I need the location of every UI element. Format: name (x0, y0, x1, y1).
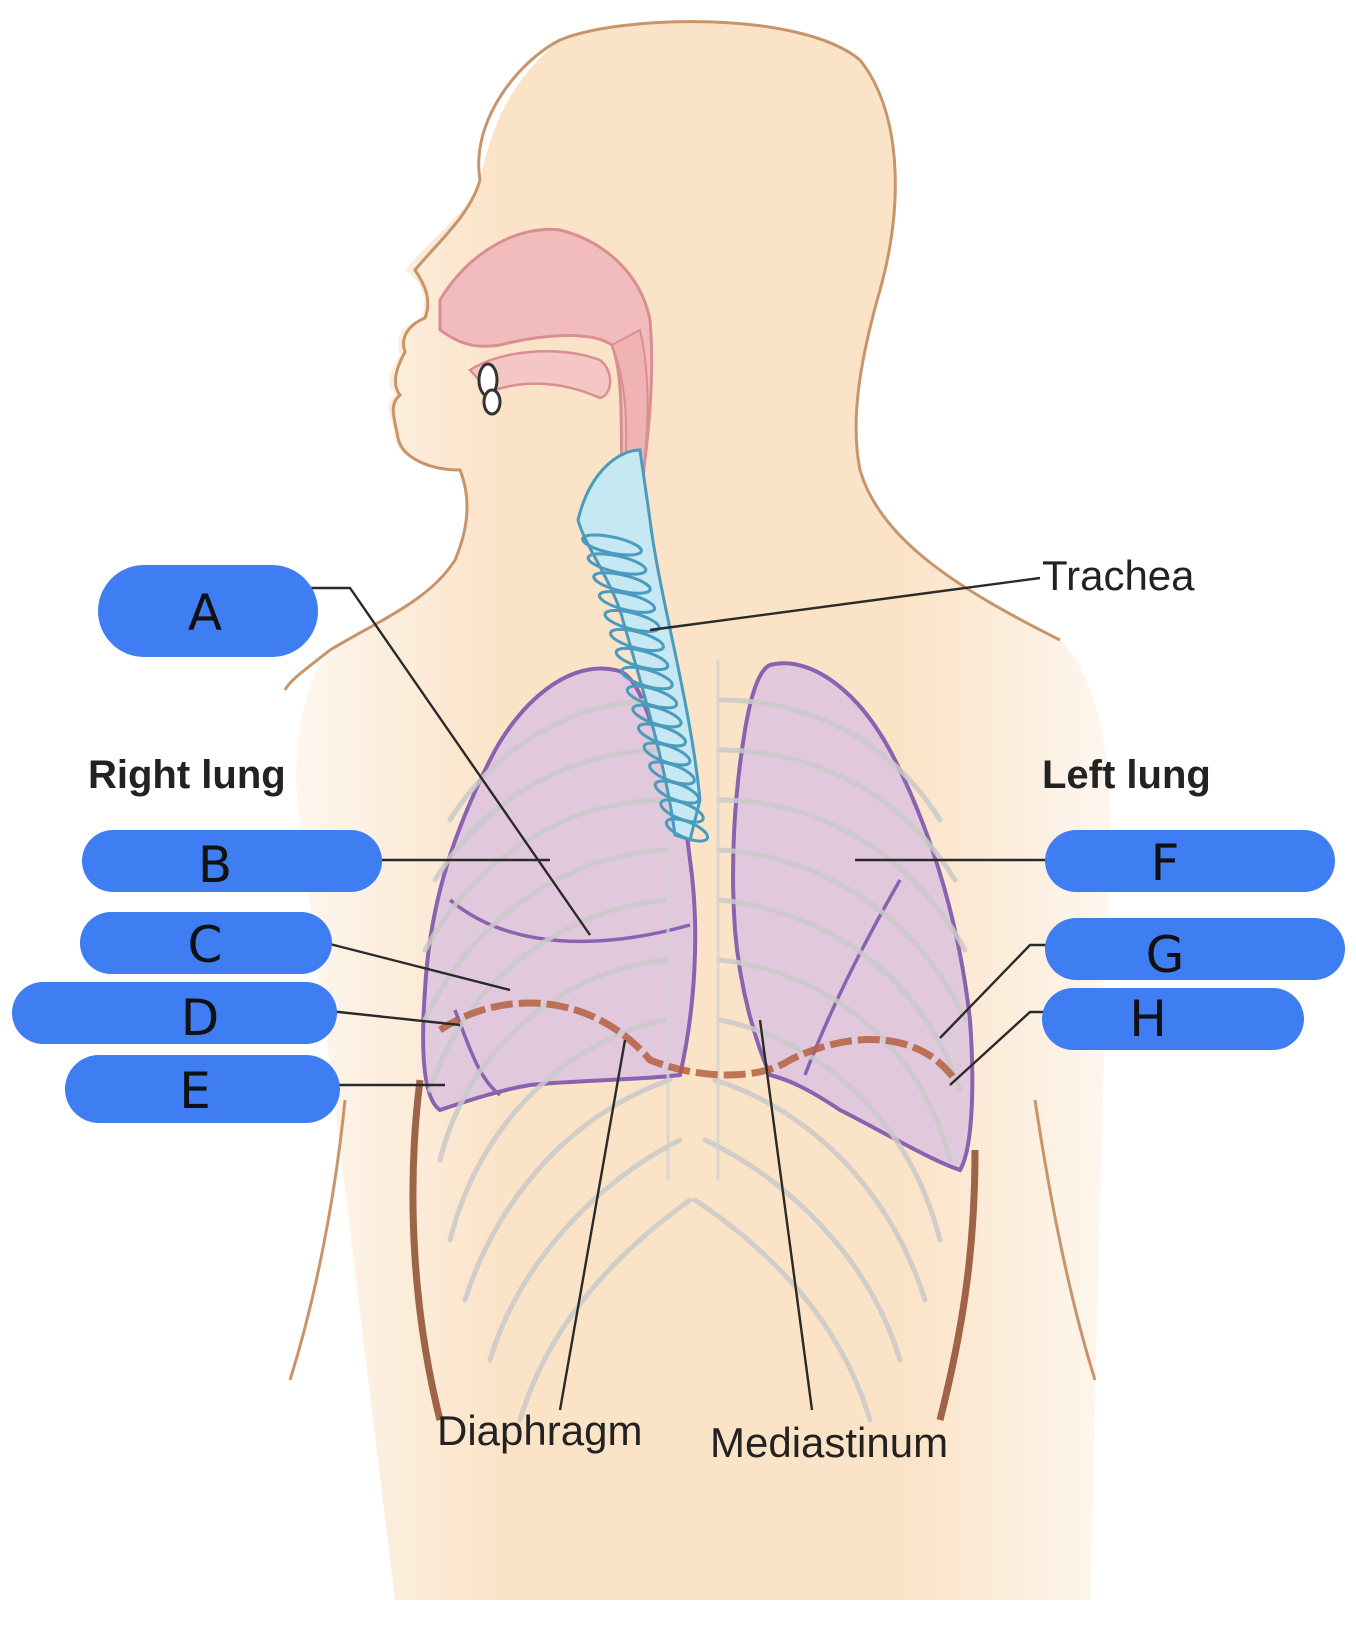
leader-lines (300, 576, 1050, 1411)
teeth-icon-lower (482, 388, 502, 416)
leader-trachea (649, 576, 1041, 632)
diaphragm-side-left (409, 1079, 444, 1421)
mask-a: A (98, 565, 318, 657)
leader-g (939, 943, 1050, 1039)
leader-c (321, 940, 511, 992)
mask-b-letter: B (198, 836, 232, 894)
diaphragm-shape (438, 999, 958, 1083)
mask-f-letter: F (1151, 834, 1180, 892)
mask-e-letter: E (179, 1062, 211, 1120)
mask-g: G (1045, 918, 1345, 984)
diaphragm-side-right (936, 1149, 979, 1421)
trachea-ring (592, 571, 652, 595)
label-left-lung: Left lung (1042, 753, 1211, 797)
face-outline (283, 179, 482, 691)
label-right-lung: Right lung (88, 753, 286, 797)
mask-g-letter: G (1146, 926, 1185, 984)
mask-d-letter: D (181, 989, 220, 1047)
trachea-ring (597, 590, 657, 614)
mask-e: E (65, 1055, 340, 1123)
label-trachea: Trachea (1042, 552, 1195, 599)
mask-h-letter: H (1129, 990, 1167, 1048)
leader-d (319, 1008, 461, 1027)
right-arm-outline (1033, 1099, 1097, 1381)
left-lung-shape (731, 661, 975, 1173)
mask-d: D (12, 982, 337, 1047)
trachea-ring (586, 552, 648, 576)
trachea-ring (581, 533, 643, 557)
right-horizontal-fissure (448, 898, 691, 944)
label-mediastinum: Mediastinum (710, 1419, 948, 1466)
mask-c-letter: C (188, 916, 223, 974)
label-diaphragm: Diaphragm (437, 1407, 642, 1454)
trachea-ring (664, 817, 710, 843)
mask-b: B (82, 830, 382, 894)
mask-a-letter: A (188, 584, 222, 642)
body-silhouette (296, 21, 1110, 1600)
mask-h: H (1042, 988, 1304, 1050)
head-outline (477, 20, 1061, 642)
mask-c: C (80, 912, 332, 974)
leader-a (300, 586, 591, 936)
left-arm-outline (288, 1099, 347, 1381)
leader-diaphragm (558, 1039, 627, 1411)
mask-f: F (1045, 830, 1335, 892)
leader-mediastinum (758, 1019, 814, 1411)
trachea-shape (576, 448, 710, 843)
oral-cavity (468, 350, 612, 400)
trachea-rings (581, 533, 710, 843)
